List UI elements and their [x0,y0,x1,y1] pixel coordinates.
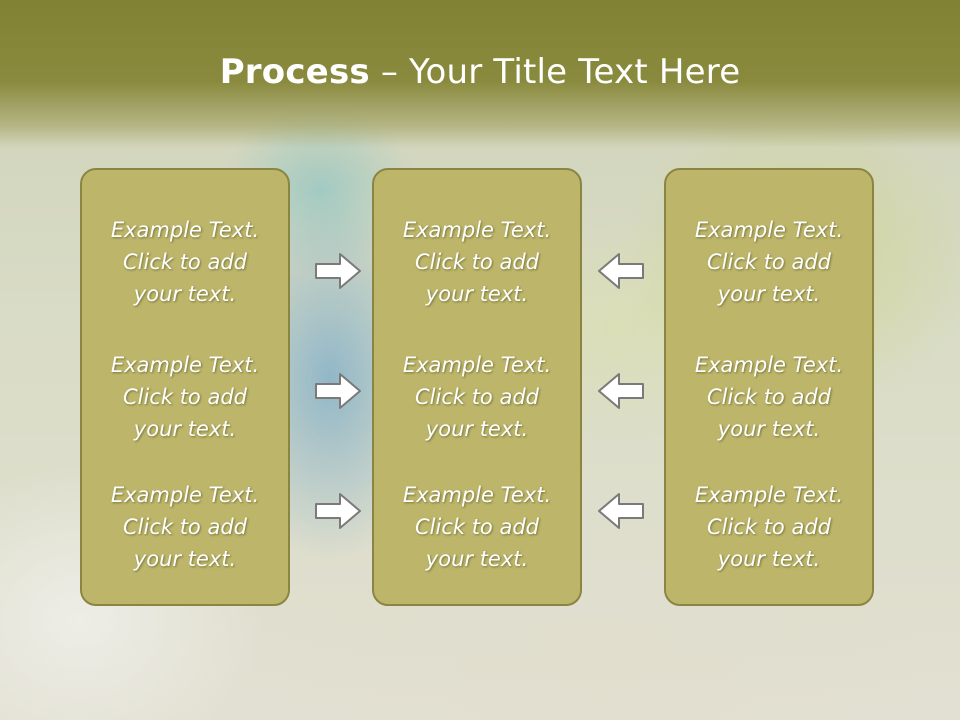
title-rest: – Your Title Text Here [369,52,741,92]
title-bar [0,0,960,148]
right-arrow-icon [315,373,361,409]
panel-left-text-3[interactable]: Example Text. Click to add your text. [110,483,260,571]
left-arrow-icon [598,493,644,529]
panel-right[interactable]: Example Text. Click to add your text. Ex… [664,168,874,606]
left-arrow-icon [598,373,644,409]
panel-right-text-3[interactable]: Example Text. Click to add your text. [694,483,844,571]
panel-middle-text-3[interactable]: Example Text. Click to add your text. [402,483,552,571]
panel-left[interactable]: Example Text. Click to add your text. Ex… [80,168,290,606]
panel-right-text-2[interactable]: Example Text. Click to add your text. [694,353,844,441]
left-arrow-icon [598,253,644,289]
panel-middle-text-2[interactable]: Example Text. Click to add your text. [402,353,552,441]
panel-middle[interactable]: Example Text. Click to add your text. Ex… [372,168,582,606]
panel-middle-text-1[interactable]: Example Text. Click to add your text. [402,218,552,306]
title-bold: Process [219,52,370,92]
right-arrow-icon [315,253,361,289]
panel-left-text-2[interactable]: Example Text. Click to add your text. [110,353,260,441]
right-arrow-icon [315,493,361,529]
panel-right-text-1[interactable]: Example Text. Click to add your text. [694,218,844,306]
slide-title[interactable]: Process – Your Title Text Here [0,52,960,92]
panel-left-text-1[interactable]: Example Text. Click to add your text. [110,218,260,306]
